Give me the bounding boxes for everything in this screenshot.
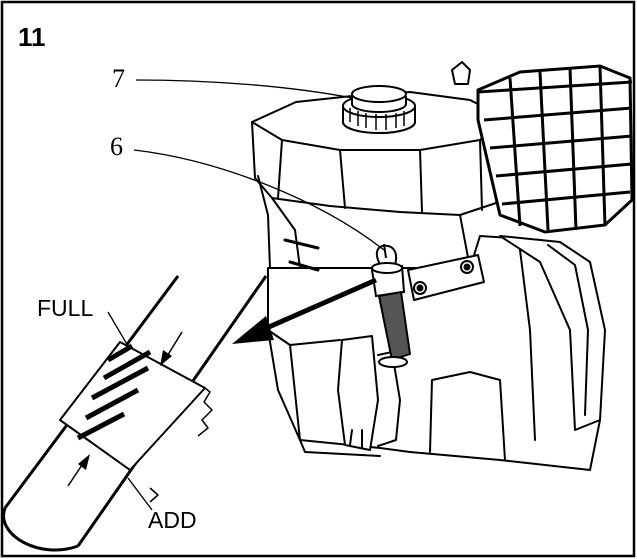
leader-7 bbox=[135, 79, 353, 99]
leader-6 bbox=[133, 149, 385, 251]
label-full: FULL bbox=[37, 295, 94, 321]
leader-full bbox=[107, 311, 129, 347]
arrow-icon bbox=[232, 277, 378, 344]
callout-leaders bbox=[107, 79, 385, 511]
dipstick-handle-icon bbox=[370, 243, 412, 368]
callout-dipstick: 6 bbox=[110, 132, 123, 161]
muffler-guard-icon bbox=[476, 64, 634, 234]
oil-filler-cap-icon bbox=[342, 85, 416, 134]
callout-oil-cap: 7 bbox=[112, 64, 125, 93]
arrow-icon bbox=[67, 331, 183, 487]
dipstick-enlarged bbox=[2, 275, 268, 552]
figure-number: 11 bbox=[18, 22, 46, 52]
leader-add bbox=[127, 477, 153, 511]
label-add: ADD bbox=[148, 507, 197, 533]
